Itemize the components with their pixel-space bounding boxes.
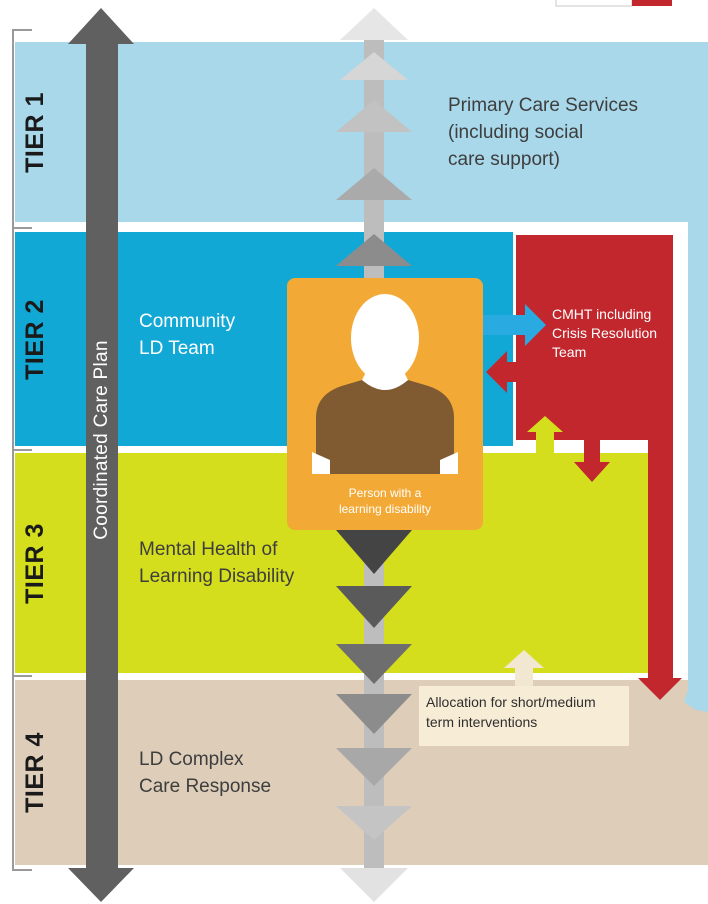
tier-2-label: TIER 2 [20,298,49,380]
tier-3-label: TIER 3 [20,522,49,604]
care-plan-arrow [68,8,134,902]
tier-3-service: Mental Health of Learning Disability [139,539,295,587]
primary-care-flow-arrow [684,215,708,712]
exchange-arrow-from-cmht [486,351,550,393]
care-plan-label: Coordinated Care Plan [91,340,112,540]
allocation-box [419,686,629,746]
central-arrow-stack [336,8,412,902]
tier-1-label: TIER 1 [20,91,49,173]
tier-4-label: TIER 4 [20,732,49,813]
tier3-to-cmht-arrow [527,416,563,460]
corner-tab-red [632,0,672,6]
person-label: Person with a learning disability [338,486,432,516]
exchange-arrow-to-cmht [483,304,546,346]
allocation-arrow [504,650,544,688]
tier-2-service: Community LD Team [139,311,236,359]
cmht-to-tier3-arrow [574,438,610,482]
corner-tab [555,0,633,7]
tier-1-service: Primary Care Services (including social … [448,95,639,170]
cmht-block [516,235,682,700]
tier-4-service: LD Complex Care Response [139,749,272,797]
person-icon [312,294,458,474]
allocation-label: Allocation for short/medium term interve… [426,694,596,730]
cmht-label: CMHT including Crisis Resolution Team [552,306,658,360]
